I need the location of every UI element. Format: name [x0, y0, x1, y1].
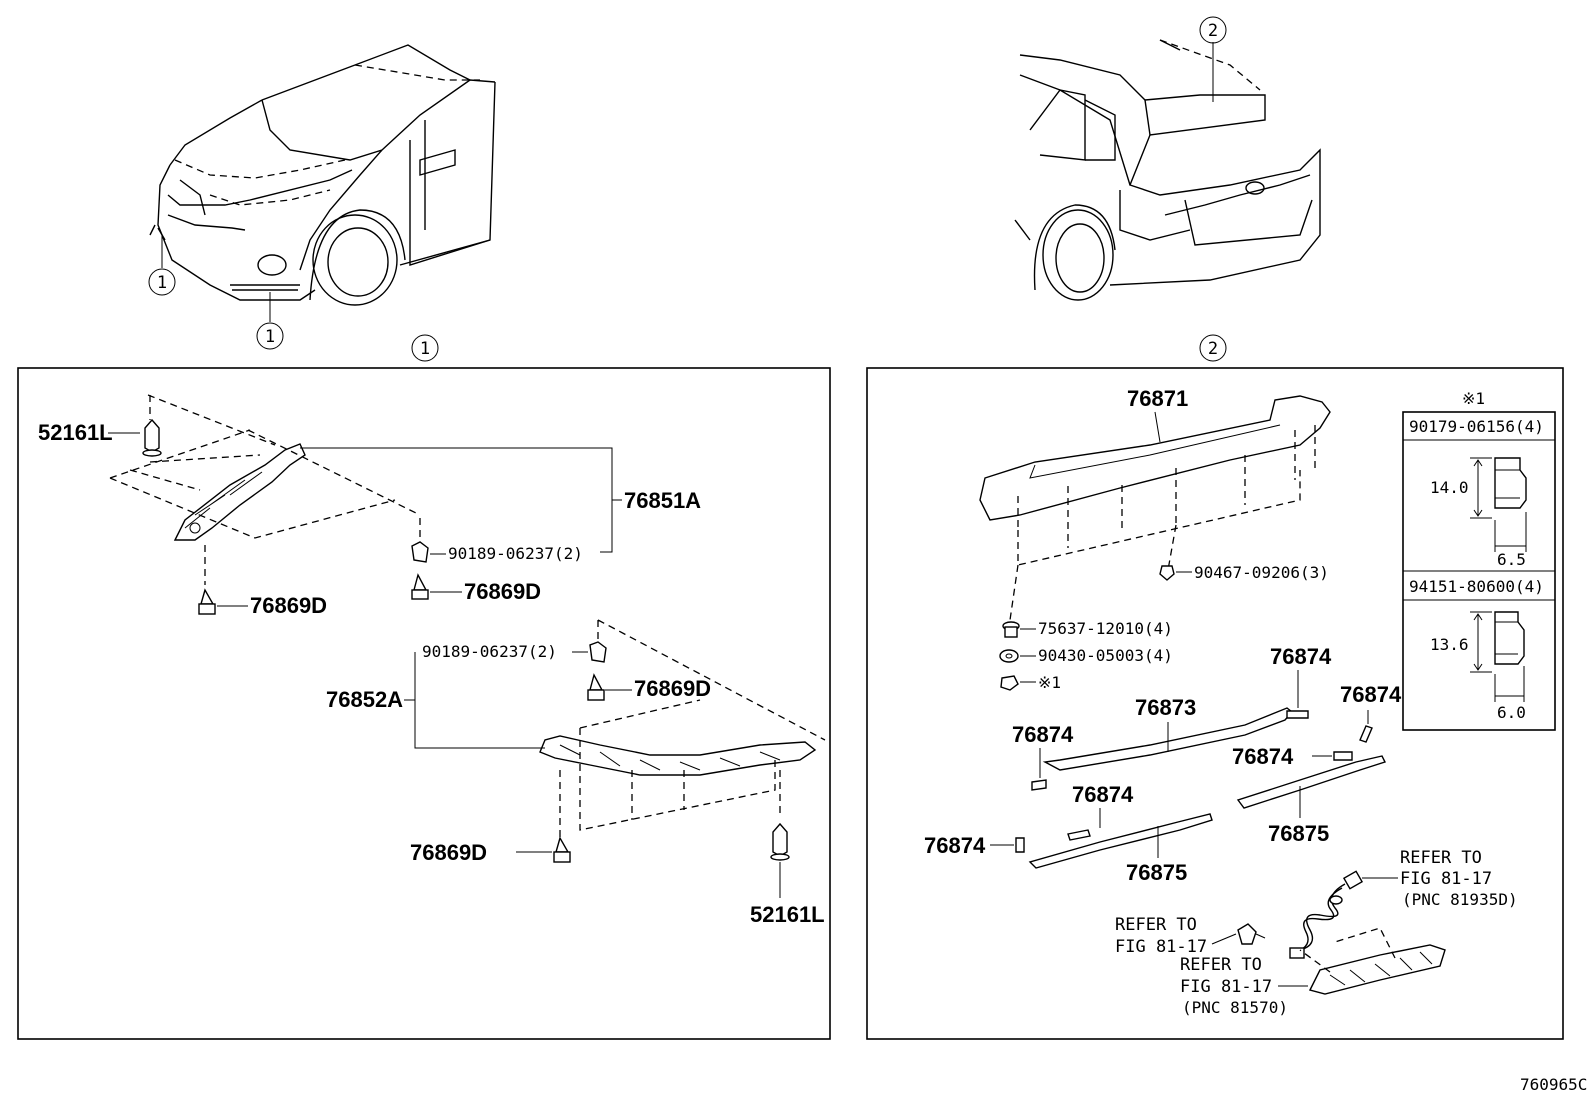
screw-spoiler [1159, 565, 1175, 581]
label-bracket-lower: 76852A [326, 687, 403, 712]
label-tape-left: 76874 [1012, 722, 1074, 747]
label-clip-upper: 52161L [38, 420, 113, 445]
bulb [1237, 923, 1266, 945]
label-bracket-upper: 76851A [624, 488, 701, 513]
label-screw-upper-right: 76869D [464, 579, 541, 604]
label-tape-top-right: 76874 [1340, 682, 1402, 707]
label-refer-lamp: REFER TO [1180, 955, 1262, 975]
tape-left [1031, 779, 1047, 791]
label-screw-spoiler: 90467-09206(3) [1194, 563, 1329, 582]
label-refer-lamp-pnc: (PNC 81570) [1182, 998, 1288, 1017]
label-nut-lower: 90189-06237(2) [422, 642, 557, 661]
svg-text:2: 2 [1208, 339, 1218, 359]
svg-text:1: 1 [157, 273, 167, 293]
rear-callout-top: 2 [1199, 16, 1227, 44]
nut-lower [589, 641, 607, 663]
label-spoiler: 76871 [1127, 386, 1188, 411]
screw-lower-top [587, 673, 605, 701]
note-box-title: ※1 [1462, 389, 1485, 408]
front-car-illustration [149, 44, 496, 322]
note-nut2-width: 6.0 [1497, 703, 1526, 722]
label-refer-bulb: REFER TO [1115, 915, 1197, 935]
svg-text:1: 1 [420, 339, 430, 359]
note-nut1-part: 90179-06156(4) [1409, 417, 1544, 436]
label-moulding-top: 76873 [1135, 695, 1196, 720]
screw-upper-right [411, 573, 429, 600]
stop-lamp [1299, 927, 1446, 995]
svg-text:2: 2 [1208, 21, 1218, 41]
label-moulding-left: 76875 [1126, 860, 1187, 885]
section-callout-rear: 2 [1199, 334, 1227, 362]
nut-note-ref [1000, 675, 1019, 691]
diagram-id: 760965C [1520, 1075, 1587, 1094]
note-nut2-height: 13.6 [1430, 635, 1469, 654]
note-nut1-height: 14.0 [1430, 478, 1469, 497]
label-tape-bottom-left: 76874 [924, 833, 986, 858]
front-callout-bottom: 1 [256, 322, 284, 350]
note-nut1-width: 6.5 [1497, 550, 1526, 569]
tape-mid [1067, 829, 1091, 841]
label-clip-lower: 52161L [750, 902, 825, 927]
note-nut2-part: 94151-80600(4) [1409, 577, 1544, 596]
rear-spoiler-76871 [979, 395, 1331, 621]
tape-top-right [1359, 725, 1373, 743]
label-screw-upper-left: 76869D [250, 593, 327, 618]
tape-bottom-left [1015, 837, 1025, 853]
clip-lower-52161L [770, 822, 790, 898]
label-bolt: 75637-12010(4) [1038, 619, 1173, 638]
wire-harness [1289, 870, 1364, 959]
label-washer: 90430-05003(4) [1038, 646, 1173, 665]
bolt-75637 [1002, 621, 1020, 638]
section-callout-front: 1 [411, 334, 439, 362]
label-tape-right-mid: 76874 [1232, 744, 1294, 769]
rear-car-illustration [1014, 39, 1321, 301]
nut-upper [411, 541, 429, 563]
label-refer-wire-fig: FIG 81-17 [1400, 869, 1492, 889]
label-screw-lower-left: 76869D [410, 840, 487, 865]
note-nut2-figure [1470, 611, 1525, 702]
svg-text:1: 1 [265, 327, 275, 347]
label-nut-upper: 90189-06237(2) [448, 544, 583, 563]
label-refer-wire-pnc: (PNC 81935D) [1402, 890, 1518, 909]
clip-upper-52161L [142, 418, 162, 457]
screw-lower-left [553, 836, 571, 863]
moulding-left-76875 [1028, 813, 1213, 869]
front-callout-left: 1 [148, 268, 176, 296]
note-nut1-figure [1470, 457, 1527, 552]
tape-top-center [1286, 710, 1309, 719]
label-screw-lower-top: 76869D [634, 676, 711, 701]
bracket-lower [539, 735, 817, 776]
label-refer-bulb-fig: FIG 81-17 [1115, 937, 1207, 957]
front-panel-frame [17, 367, 831, 1040]
label-moulding-right: 76875 [1268, 821, 1329, 846]
tape-right-mid [1333, 751, 1353, 761]
bracket-upper [173, 443, 306, 541]
label-tape-mid: 76874 [1072, 782, 1134, 807]
washer-90430 [999, 649, 1019, 663]
label-tape-top-center: 76874 [1270, 644, 1332, 669]
rear-panel-frame [866, 367, 1564, 1040]
label-refer-lamp-fig: FIG 81-17 [1180, 977, 1272, 997]
screw-upper-left [198, 588, 216, 615]
label-refer-wire: REFER TO [1400, 848, 1482, 868]
moulding-right-76875 [1236, 755, 1386, 809]
label-note-ref: ※1 [1038, 673, 1061, 692]
